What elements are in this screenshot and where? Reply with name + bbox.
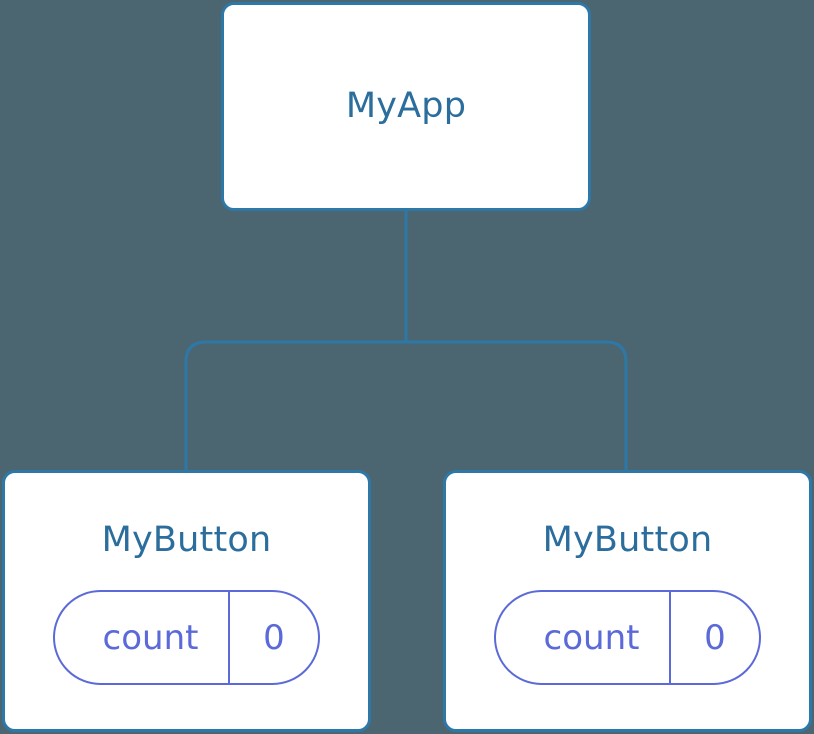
state-pill[interactable]: count 0 <box>494 590 761 685</box>
node-child-mybutton-1[interactable]: MyButton count 0 <box>2 470 371 732</box>
state-value: 0 <box>228 592 318 683</box>
node-title: MyButton <box>542 520 713 560</box>
connector-bus <box>184 340 628 470</box>
node-title: MyApp <box>345 86 467 126</box>
state-key: count <box>102 617 199 658</box>
state-value: 0 <box>669 592 759 683</box>
state-key: count <box>543 617 640 658</box>
node-child-mybutton-2[interactable]: MyButton count 0 <box>443 470 812 732</box>
node-root-myapp[interactable]: MyApp <box>221 2 591 211</box>
node-title: MyButton <box>101 520 272 560</box>
state-pill[interactable]: count 0 <box>53 590 320 685</box>
